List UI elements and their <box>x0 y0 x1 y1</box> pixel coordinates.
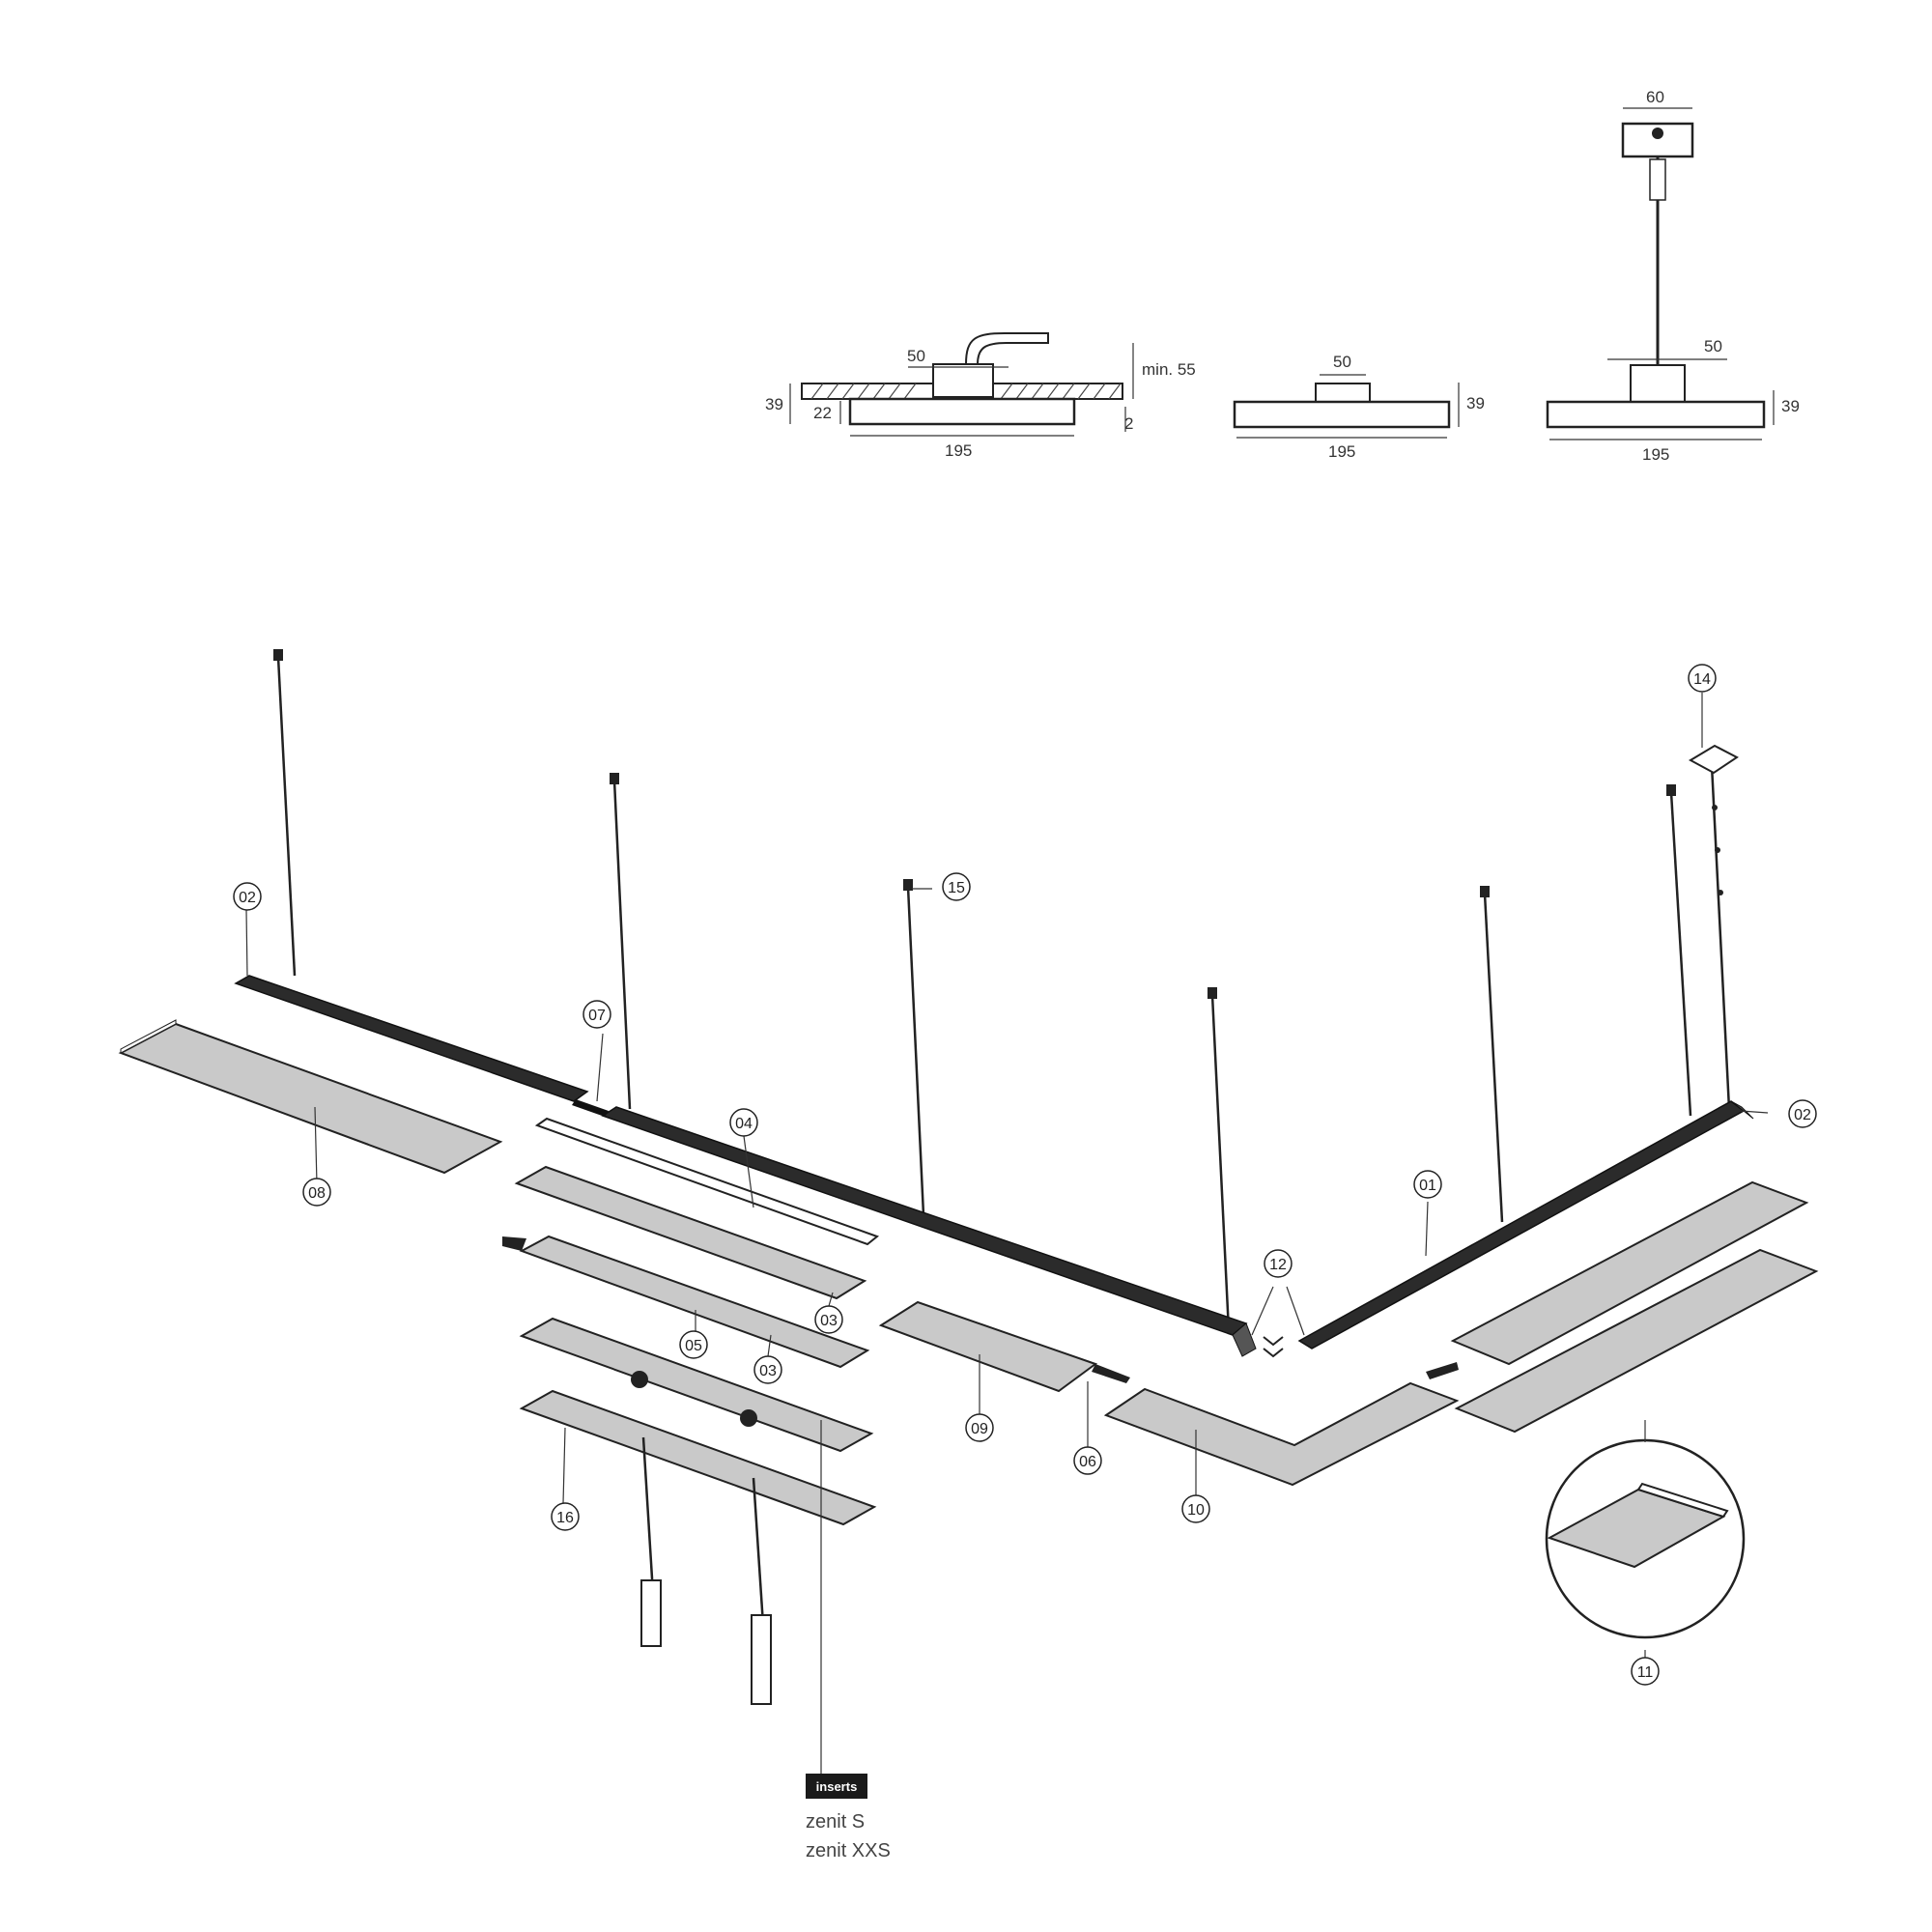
callout-03a: 03 <box>814 1305 843 1334</box>
svg-text:07: 07 <box>588 1008 606 1024</box>
svg-text:06: 06 <box>1079 1454 1096 1470</box>
svg-text:08: 08 <box>308 1185 326 1202</box>
callout-07: 07 <box>582 1000 611 1029</box>
callout-15: 15 <box>942 872 971 901</box>
callout-08: 08 <box>302 1178 331 1207</box>
callout-02a: 02 <box>233 882 262 911</box>
callout-02b: 02 <box>1788 1099 1817 1128</box>
svg-text:16: 16 <box>556 1510 574 1526</box>
callout-09: 09 <box>965 1413 994 1442</box>
dim-pendant-height: 39 <box>1781 397 1800 415</box>
inserts-badge-label: inserts <box>816 1779 858 1794</box>
panel-right-a <box>1426 1180 1809 1379</box>
dim-recessed-inner: 22 <box>813 404 832 422</box>
dim-recessed-width: 195 <box>945 441 972 460</box>
svg-text:12: 12 <box>1269 1257 1287 1273</box>
callout-06: 06 <box>1073 1446 1102 1475</box>
panel-right-b <box>1454 1248 1819 1434</box>
svg-text:03: 03 <box>759 1363 777 1379</box>
svg-text:02: 02 <box>239 890 256 906</box>
section-surface: 50 39 195 <box>1233 353 1485 461</box>
dim-pendant-canopy: 60 <box>1646 88 1664 106</box>
dim-surface-width: 195 <box>1328 442 1355 461</box>
svg-text:14: 14 <box>1693 671 1711 688</box>
leader-lines <box>245 693 1769 1774</box>
svg-text:11: 11 <box>1637 1664 1654 1681</box>
svg-text:10: 10 <box>1187 1502 1205 1519</box>
panel-09 <box>878 1300 1130 1393</box>
panel-16 <box>519 1389 877 1705</box>
dim-surface-height: 39 <box>1466 394 1485 412</box>
dim-surface-body: 50 <box>1333 353 1351 371</box>
callout-16: 16 <box>551 1502 580 1531</box>
dim-recessed-depth: min. 55 <box>1142 360 1196 379</box>
callout-12: 12 <box>1264 1249 1293 1278</box>
callout-11: 11 <box>1631 1657 1660 1686</box>
detail-circle <box>1545 1420 1746 1639</box>
svg-text:15: 15 <box>948 880 965 896</box>
rail-left <box>234 975 1257 1357</box>
section-pendant: 60 50 39 195 <box>1546 88 1800 464</box>
svg-text:05: 05 <box>685 1338 702 1354</box>
section-recessed: 50 39 22 min. 55 2 195 <box>765 332 1196 460</box>
callout-01: 01 <box>1413 1170 1442 1199</box>
suspension-wires <box>273 649 1739 1332</box>
inserts-legend: inserts zenit S zenit XXS <box>806 1774 891 1861</box>
svg-text:03: 03 <box>820 1313 838 1329</box>
callout-04: 04 <box>729 1108 758 1137</box>
panel-10 <box>1103 1381 1460 1487</box>
svg-text:04: 04 <box>735 1116 753 1132</box>
callout-05: 05 <box>679 1330 708 1359</box>
dim-recessed-gap: 2 <box>1124 414 1133 433</box>
panel-03b <box>502 1235 870 1369</box>
dim-recessed-height: 39 <box>765 395 783 413</box>
panel-08 <box>118 1019 503 1175</box>
callout-10: 10 <box>1181 1494 1210 1523</box>
dim-pendant-body: 50 <box>1704 337 1722 355</box>
svg-text:01: 01 <box>1419 1178 1436 1194</box>
inserts-badge <box>806 1774 867 1799</box>
callout-14: 14 <box>1688 664 1717 693</box>
dim-pendant-width: 195 <box>1642 445 1669 464</box>
svg-text:02: 02 <box>1794 1107 1811 1123</box>
panel-03a <box>514 1165 867 1300</box>
inserts-item-zenit-s: zenit S <box>806 1811 865 1833</box>
inserts-item-zenit-xxs: zenit XXS <box>806 1840 891 1861</box>
panel-spot <box>519 1317 874 1453</box>
callout-03b: 03 <box>753 1355 782 1384</box>
svg-text:09: 09 <box>971 1421 988 1437</box>
dim-recessed-body: 50 <box>907 347 925 365</box>
